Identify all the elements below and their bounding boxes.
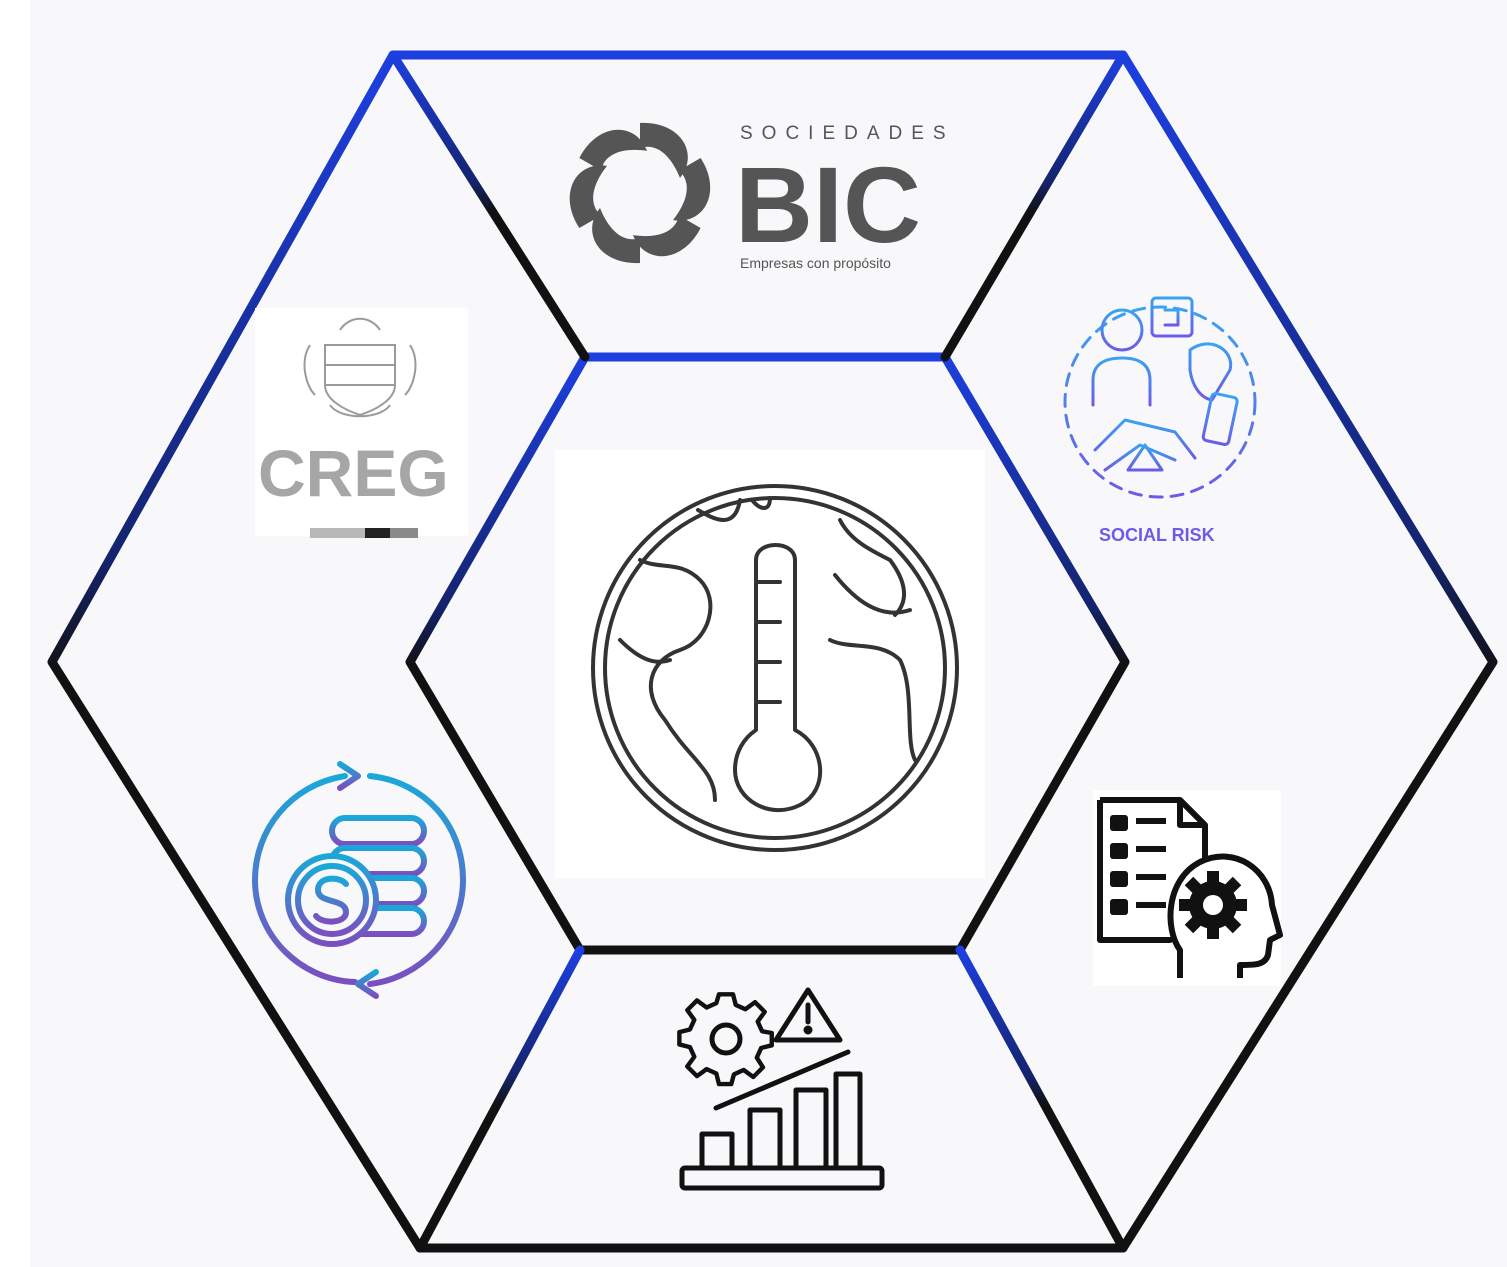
coat-of-arms-icon <box>303 317 417 418</box>
creg-bar <box>310 528 365 538</box>
social-risk-icon <box>1063 296 1257 499</box>
document-head-gear-icon <box>1093 790 1283 986</box>
risk-growth-chart-icon <box>677 987 885 1191</box>
hexagon-frame <box>47 50 1498 1253</box>
dollar-cycle-icon <box>252 761 466 999</box>
swirl-icon <box>569 122 711 264</box>
social-risk-label: SOCIAL RISK <box>1099 525 1215 545</box>
bic-line-sociedades: SOCIEDADES <box>740 123 955 144</box>
bic-line-bic: BIC <box>735 144 921 265</box>
globe-thermometer-icon <box>555 450 985 878</box>
creg-logo: CREG <box>255 308 468 538</box>
creg-text: CREG <box>258 436 449 510</box>
bic-line-tagline: Empresas con propósito <box>740 255 891 271</box>
sociedades-bic-logo: SOCIEDADES BIC Empresas con propósito <box>569 122 955 271</box>
